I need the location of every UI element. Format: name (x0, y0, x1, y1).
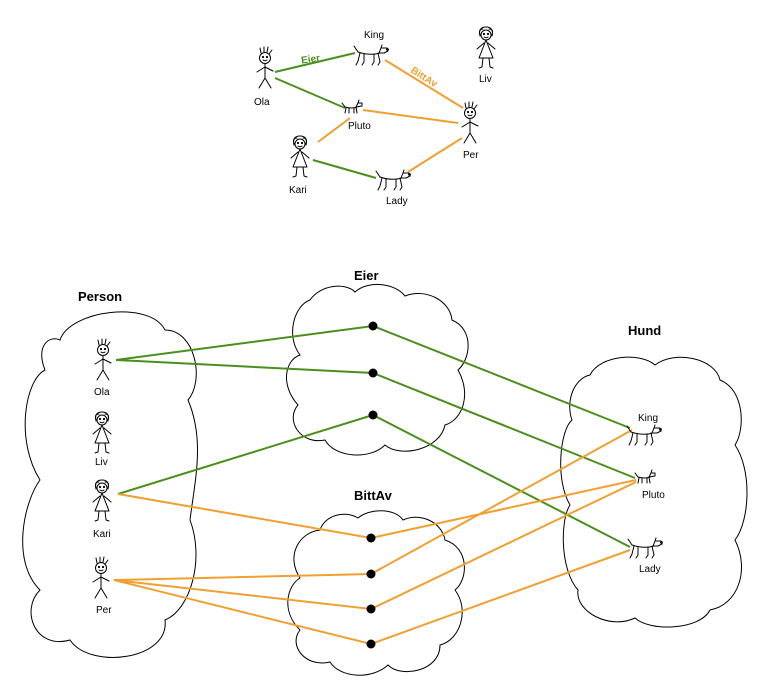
top-edge-kari-pluto (317, 117, 351, 143)
bittav-pair-kari-pluto (366, 533, 376, 543)
top-dog-lady-label: Lady (386, 196, 408, 207)
top-dog-king-icon (353, 44, 389, 66)
top-edge-ola-king (274, 52, 356, 73)
eier-pair-ola-pluto (368, 368, 378, 378)
bittav-set-title: BittAv (354, 488, 393, 503)
top-person-kari-icon (290, 135, 310, 178)
person-liv-label: Liv (95, 457, 108, 468)
top-person-liv-icon (476, 26, 496, 69)
top-bittav-edges (317, 59, 464, 173)
top-person-ola-icon (256, 46, 274, 89)
hund-set-title: Hund (628, 323, 661, 338)
bottom-diagram: Person Eier BittAv Hund Ola Liv (22, 268, 748, 676)
eier-pair-ola-king (368, 321, 378, 331)
person-per-label: Per (96, 605, 112, 616)
top-dog-pluto-icon (341, 99, 363, 114)
dog-pluto-label: Pluto (642, 490, 665, 501)
person-set-cloud (22, 311, 199, 658)
person-set-title: Person (78, 289, 122, 304)
top-graph: Eier BittAv Ola Liv Kari Per King Pluto … (254, 26, 496, 207)
top-edge-pluto-per (362, 109, 459, 124)
top-dog-lady-icon (375, 169, 411, 191)
top-dog-king-label: King (364, 30, 384, 41)
top-eier-edges (274, 52, 377, 179)
dog-king-label: King (638, 413, 658, 424)
top-person-ola-label: Ola (254, 97, 270, 108)
top-edge-per-lady (407, 137, 463, 173)
top-edge-ola-pluto (274, 77, 346, 109)
top-edge-king-per (384, 59, 464, 109)
top-person-kari-label: Kari (289, 185, 307, 196)
eier-pair-kari-lady (368, 410, 378, 420)
person-ola-label: Ola (94, 387, 110, 398)
top-person-per-icon (461, 101, 479, 144)
top-edge-label-eier: Eier (301, 53, 321, 67)
dog-lady-label: Lady (639, 564, 661, 575)
bittav-pair-per-lady (366, 639, 376, 649)
top-person-liv-label: Liv (479, 74, 492, 85)
top-dog-pluto-label: Pluto (348, 121, 371, 132)
eier-set-title: Eier (354, 268, 379, 283)
bittav-pair-per-king (366, 569, 376, 579)
eier-set-cloud (285, 284, 469, 456)
bittav-pair-per-pluto (366, 604, 376, 614)
top-person-per-label: Per (463, 150, 479, 161)
top-edge-kari-lady (312, 159, 377, 179)
bittav-set-cloud (287, 510, 465, 676)
person-kari-label: Kari (93, 529, 111, 540)
